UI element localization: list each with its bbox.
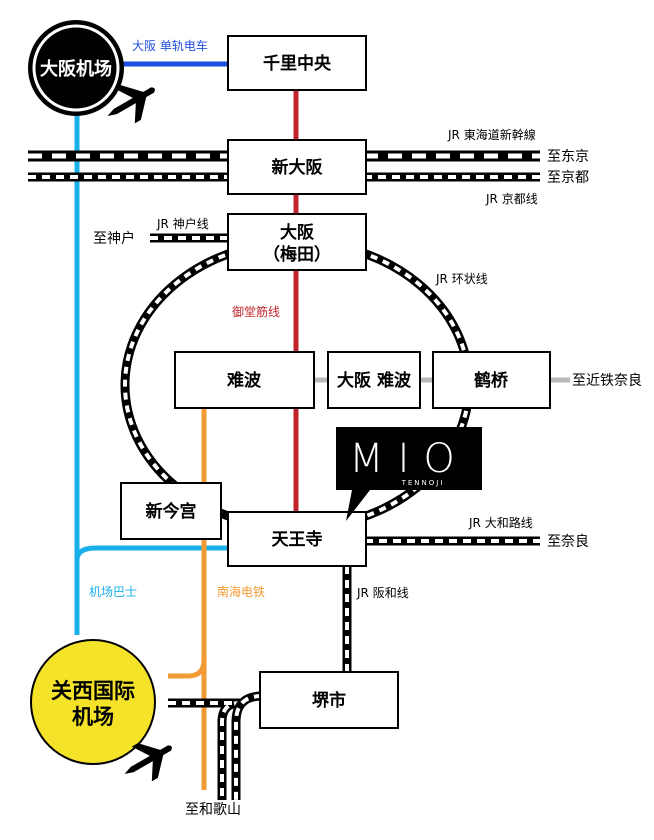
dest-kyoto: 至京都 <box>547 170 589 186</box>
station-tsuruhashi[interactable]: 鹤桥 <box>432 351 551 409</box>
midosuji-label: 御堂筋线 <box>232 304 280 319</box>
dest-kobe: 至神户 <box>93 230 135 247</box>
station-tennoji-label: 天王寺 <box>272 529 323 550</box>
kansai-wakayama-rails <box>168 691 263 800</box>
kansai-airport-label-line1: 关西国际 <box>51 679 135 703</box>
station-senri-chuo-label: 千里中央 <box>263 53 332 74</box>
station-namba-label: 难波 <box>226 370 262 391</box>
station-sakai-label: 堺市 <box>312 690 346 711</box>
station-shin-osaka[interactable]: 新大阪 <box>227 139 367 195</box>
airport-bus-route <box>74 112 230 635</box>
station-senri-chuo[interactable]: 千里中央 <box>227 35 367 91</box>
station-shin-osaka-label: 新大阪 <box>272 157 323 178</box>
station-shin-imamiya-label: 新今宫 <box>146 501 197 522</box>
station-namba[interactable]: 难波 <box>174 351 315 409</box>
yamatoji-label: JR 大和路线 <box>468 515 533 530</box>
station-osaka-label-line1: 大阪 <box>280 222 314 243</box>
nankai-line <box>168 408 207 790</box>
station-sakai[interactable]: 堺市 <box>259 671 399 729</box>
dest-tokyo: 至东京 <box>547 149 589 165</box>
dest-wakayama: 至和歌山 <box>185 802 241 818</box>
station-osaka-namba[interactable]: 大阪 难波 <box>327 351 421 409</box>
dest-kintetsu-nara: 至近铁奈良 <box>572 373 642 389</box>
hotel-mio-marker[interactable]: MIO TENNOJI <box>336 427 482 521</box>
hotel-mio-logo: MIO <box>349 436 469 482</box>
monorail-label: 大阪 单轨电车 <box>132 38 208 53</box>
station-osaka-namba-label: 大阪 难波 <box>337 370 412 391</box>
station-tsuruhashi-label: 鹤桥 <box>474 370 509 391</box>
station-shin-imamiya[interactable]: 新今宫 <box>120 482 222 540</box>
kyoto-line-label: JR 京都线 <box>485 192 538 206</box>
itami-airport: 大阪机场 <box>28 20 124 116</box>
station-tennoji[interactable]: 天王寺 <box>227 511 367 567</box>
station-osaka-label-line2: （梅田） <box>263 244 331 265</box>
airplane-icon <box>124 743 172 782</box>
kansai-airport: 关西国际 机场 <box>30 639 156 765</box>
itami-airport-label: 大阪机场 <box>40 58 112 80</box>
tokaido-shinkansen-label: JR 東海道新幹線 <box>447 127 536 142</box>
airplane-icon <box>107 85 155 124</box>
kobe-line-label: JR 神户线 <box>156 216 209 231</box>
kansai-airport-label-line2: 机场 <box>72 705 114 729</box>
station-osaka-umeda[interactable]: 大阪 （梅田） <box>227 213 367 271</box>
airport-bus-label: 机场巴士 <box>89 585 137 599</box>
nankai-label: 南海电铁 <box>217 584 265 599</box>
loop-line-label: JR 环状线 <box>435 272 488 286</box>
hanwa-label: JR 阪和线 <box>356 586 409 600</box>
hotel-mio-sub: TENNOJI <box>401 479 445 487</box>
dest-nara: 至奈良 <box>547 534 589 550</box>
